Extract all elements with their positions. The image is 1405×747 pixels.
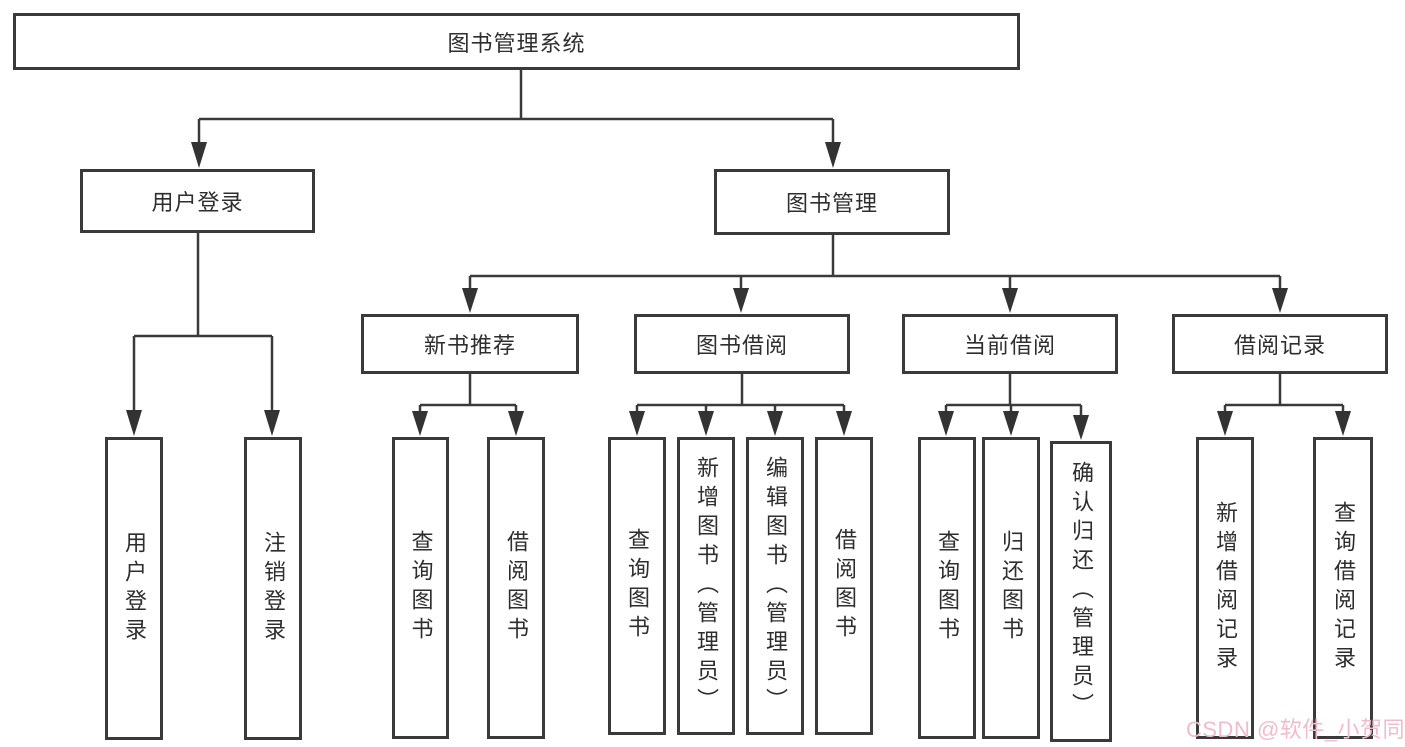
- leaf-label: 查询图书: [935, 530, 960, 646]
- leaf-user-login: 用户登录: [105, 437, 163, 740]
- leaf-label: 查询图书: [408, 530, 434, 646]
- leaf-search-books: 查询图书: [392, 437, 449, 739]
- arrowheads: [126, 142, 1351, 440]
- leaf-label: 借阅图书: [504, 530, 529, 646]
- node-book-management: 图书管理: [714, 169, 950, 235]
- leaf-label: 查询借阅记录: [1331, 501, 1356, 675]
- leaf-label: 借阅图书: [832, 528, 857, 644]
- node-borrowing-records: 借阅记录: [1172, 314, 1388, 374]
- leaf-edit-books-admin: 编辑图书（管理员）: [746, 437, 804, 735]
- csdn-watermark: CSDN @软件_小贺同学: [1186, 717, 1405, 742]
- leaf-label: 新增借阅记录: [1213, 501, 1238, 675]
- leaf-confirm-return-admin: 确认归还（管理员）: [1050, 441, 1112, 742]
- leaf-search-books: 查询图书: [608, 437, 666, 735]
- leaf-add-books-admin: 新增图书（管理员）: [677, 437, 735, 735]
- leaf-label: 确认归还（管理员）: [1069, 461, 1094, 722]
- leaf-borrow-books: 借阅图书: [815, 437, 873, 735]
- leaf-label: 归还图书: [999, 530, 1024, 646]
- leaf-return-books: 归还图书: [982, 437, 1040, 739]
- leaf-label: 用户登录: [122, 530, 147, 647]
- node-book-borrowing: 图书借阅: [634, 314, 850, 374]
- leaf-add-borrow-record: 新增借阅记录: [1196, 437, 1254, 739]
- node-current-borrowing: 当前借阅: [902, 314, 1118, 374]
- leaf-logout: 注销登录: [244, 437, 302, 740]
- leaf-label: 编辑图书（管理员）: [763, 455, 788, 717]
- leaf-label: 注销登录: [261, 530, 286, 647]
- leaf-label: 新增图书（管理员）: [694, 455, 719, 717]
- leaf-borrow-books: 借阅图书: [487, 437, 545, 739]
- node-new-book-recommendation: 新书推荐: [361, 314, 579, 374]
- leaf-search-borrow-record: 查询借阅记录: [1313, 437, 1373, 739]
- node-library-management-system: 图书管理系统: [13, 13, 1020, 70]
- node-user-login: 用户登录: [80, 169, 315, 233]
- leaf-label: 查询图书: [625, 528, 650, 644]
- leaf-search-books: 查询图书: [918, 437, 976, 739]
- tree-branch-lines: [132, 70, 1345, 419]
